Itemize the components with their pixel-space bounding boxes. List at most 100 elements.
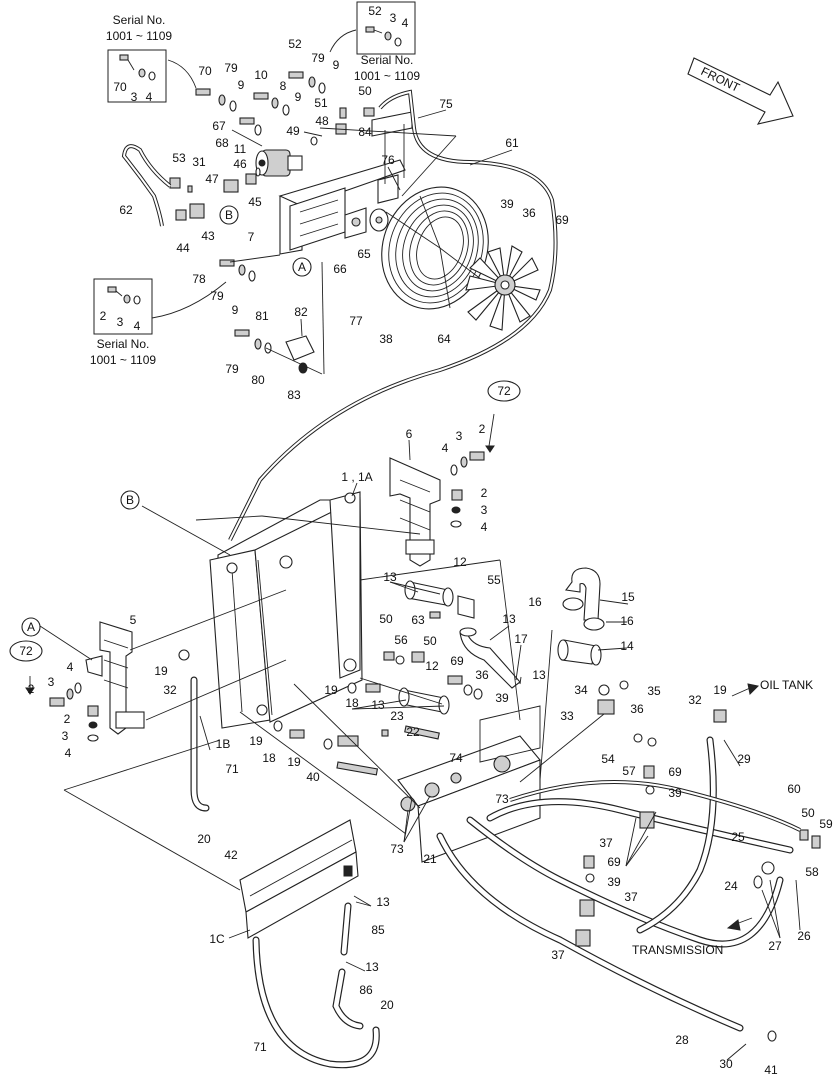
front-direction-arrow: FRONT <box>687 57 794 125</box>
callout-c3c: 3 <box>481 503 488 517</box>
callout-c32b: 32 <box>688 693 702 707</box>
callout-c9c: 9 <box>295 90 302 104</box>
callout-c4d: 4 <box>67 660 74 674</box>
serial-inset-mid-left <box>93 278 227 335</box>
callout-c20b: 20 <box>380 998 394 1012</box>
circle-markers <box>9 205 521 662</box>
callout-c16a: 16 <box>528 595 542 609</box>
callout-c8: 8 <box>280 79 287 93</box>
serial-note-tr-line2: 1001 ~ 1109 <box>354 69 421 83</box>
callout-c50a: 50 <box>358 84 372 98</box>
callout-c13b: 13 <box>502 612 516 626</box>
callout-c25: 25 <box>731 830 745 844</box>
tube-33 <box>519 713 605 783</box>
callout-c1: 1 , 1A <box>341 470 372 484</box>
callout-c80: 80 <box>251 373 265 387</box>
callout-c28: 28 <box>675 1033 689 1047</box>
callout-c69d: 69 <box>607 855 621 869</box>
callout-c70: 70 <box>198 64 212 78</box>
callout-c4e: 4 <box>65 746 72 760</box>
callout-c27: 27 <box>768 939 782 953</box>
serial-note-ml-line2: 1001 ~ 1109 <box>90 353 157 367</box>
callout-c57: 57 <box>622 764 636 778</box>
callout-c58: 58 <box>805 865 819 879</box>
callout-c2i: 2 <box>100 309 107 323</box>
bracket-5 <box>85 621 145 735</box>
callout-c82: 82 <box>294 305 308 319</box>
callout-c13f: 13 <box>365 960 379 974</box>
hose-71-left <box>190 676 380 1069</box>
top-fasteners <box>169 71 389 374</box>
callout-c85: 85 <box>371 923 385 937</box>
callout-c26: 26 <box>797 929 811 943</box>
callout-numbers: 52 3 4 70 3 4 70 79 9 52 79 9 10 8 9 51 … <box>19 4 833 1077</box>
callout-c19d: 19 <box>249 734 263 748</box>
callout-c13e: 13 <box>376 895 390 909</box>
callout-c71a: 71 <box>225 762 239 776</box>
callout-c3d: 3 <box>48 675 55 689</box>
callout-c9d: 9 <box>232 303 239 317</box>
hose-62 <box>121 144 172 227</box>
callout-c3a: 3 <box>390 11 397 25</box>
callout-c50c: 50 <box>423 634 437 648</box>
callout-c18b: 18 <box>262 751 276 765</box>
callout-c79d: 79 <box>225 362 239 376</box>
callout-c29: 29 <box>737 752 751 766</box>
callout-c73b: 73 <box>390 842 404 856</box>
callout-c52: 52 <box>288 37 302 51</box>
callout-c60: 60 <box>787 782 801 796</box>
callout-c72b: 72 <box>19 644 33 658</box>
callout-c15: 15 <box>621 590 635 604</box>
callout-c79c: 79 <box>210 289 224 303</box>
callout-c2c: 2 <box>481 486 488 500</box>
pump-mounting-bracket <box>278 111 413 255</box>
callout-c63: 63 <box>411 613 425 627</box>
callout-c66: 66 <box>333 262 347 276</box>
callout-c41: 41 <box>764 1063 778 1077</box>
callout-c38: 38 <box>379 332 393 346</box>
callout-c50b: 50 <box>379 612 393 626</box>
callout-c19c: 19 <box>713 683 727 697</box>
serial-note-tl-line2: 1001 ~ 1109 <box>106 29 173 43</box>
serial-inset-top-right <box>329 1 416 55</box>
callout-c36c: 36 <box>630 702 644 716</box>
callout-c73a: 73 <box>495 792 509 806</box>
callout-c11: 11 <box>234 142 247 156</box>
callout-c50d: 50 <box>801 806 815 820</box>
callout-c53: 53 <box>172 151 186 165</box>
callout-c75: 75 <box>439 97 453 111</box>
callout-c3e: 3 <box>62 729 69 743</box>
callout-c3b: 3 <box>456 429 463 443</box>
callout-c19b: 19 <box>324 683 338 697</box>
callout-c39b: 39 <box>495 691 509 705</box>
callout-c21: 21 <box>423 852 437 866</box>
callout-c10: 10 <box>254 68 268 82</box>
callout-c35: 35 <box>647 684 661 698</box>
callout-c24: 24 <box>724 879 738 893</box>
callout-c37c: 37 <box>551 948 565 962</box>
callout-c76: 76 <box>381 153 395 167</box>
callout-c16b: 16 <box>620 614 634 628</box>
leader-lines <box>199 109 801 1061</box>
callout-c69a: 69 <box>555 213 569 227</box>
callout-c31: 31 <box>192 155 206 169</box>
callout-c77: 77 <box>349 314 363 328</box>
callout-c32a: 32 <box>163 683 177 697</box>
callout-c19a: 19 <box>154 664 168 678</box>
callout-c62: 62 <box>119 203 133 217</box>
callout-c40: 40 <box>306 770 320 784</box>
serial-note-tr-line1: Serial No. <box>361 53 414 67</box>
callout-c37b: 37 <box>624 890 638 904</box>
marker-b-mid: B <box>126 493 134 507</box>
callout-c5: 5 <box>130 613 137 627</box>
callout-c34: 34 <box>574 683 588 697</box>
callout-c2d: 2 <box>28 682 35 696</box>
callout-c20a: 20 <box>197 832 211 846</box>
callout-c23: 23 <box>390 709 404 723</box>
hose-61-long-line <box>228 89 558 541</box>
radiator-assembly <box>209 491 363 729</box>
serial-note-tl-line1: Serial No. <box>113 13 166 27</box>
callout-c48: 48 <box>315 114 329 128</box>
callout-c70i: 70 <box>113 80 127 94</box>
